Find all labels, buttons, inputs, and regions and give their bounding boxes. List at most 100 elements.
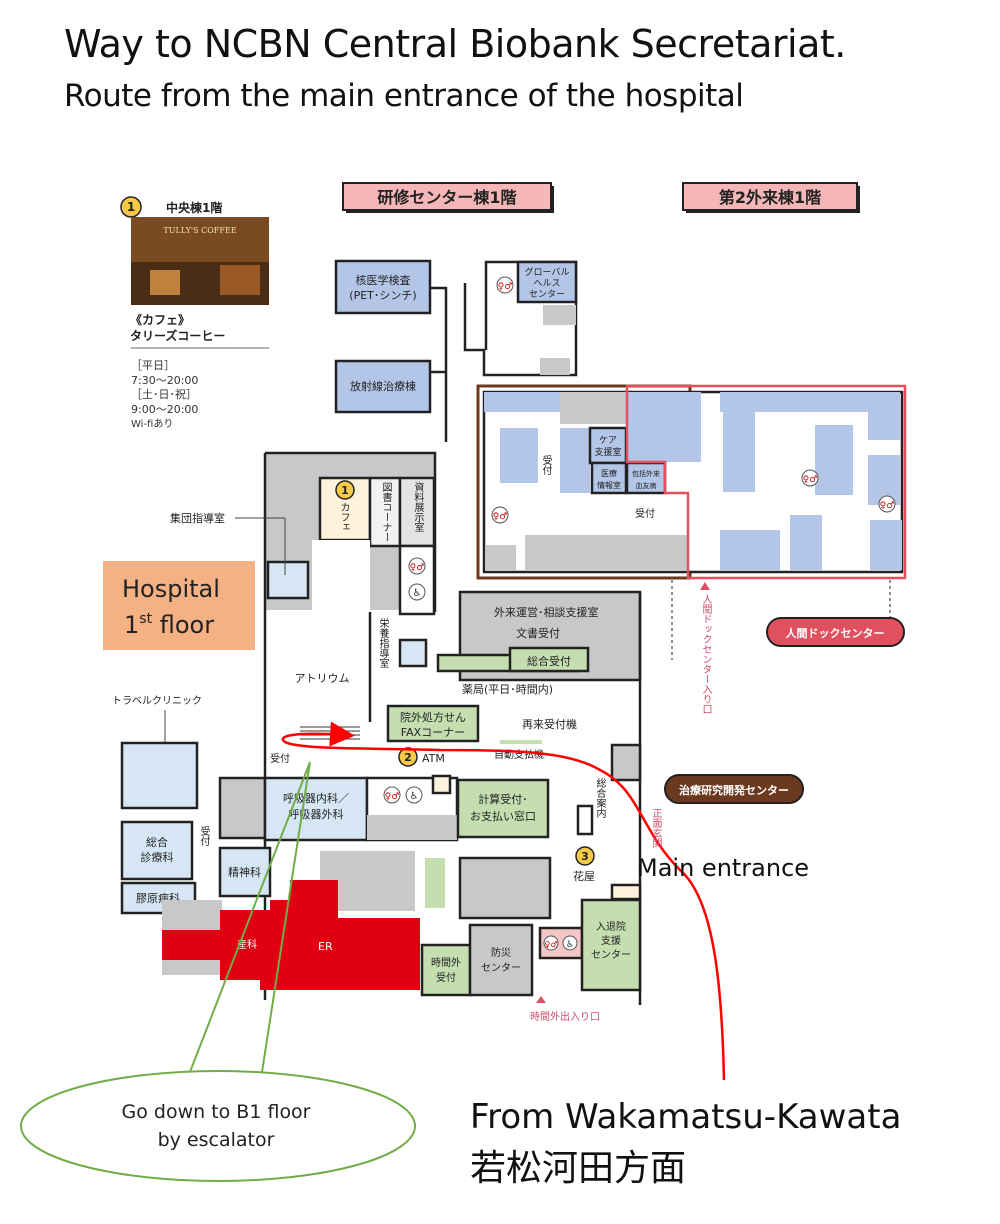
cafe-hours: 9:00〜20:00 xyxy=(131,403,198,416)
map-shape xyxy=(588,426,628,465)
map-label: 入退院 xyxy=(596,920,626,933)
map-shape xyxy=(398,638,428,668)
map-shape xyxy=(342,182,552,211)
floor-label: Hospital 1st floor xyxy=(103,561,255,650)
map-label: 人間ドックセンター xyxy=(786,626,885,640)
map-label: お支払い窓口 xyxy=(470,809,536,823)
map-shape xyxy=(543,305,576,325)
map-label: ♀♂ xyxy=(803,475,818,485)
map-shape xyxy=(367,815,457,840)
map-shape xyxy=(536,996,546,1003)
map-label: 支援 xyxy=(601,934,621,947)
map-label: 総合受付 xyxy=(527,654,571,668)
map-shape xyxy=(463,260,578,377)
map-shape xyxy=(189,761,311,1073)
room-global-health xyxy=(516,260,578,304)
map-shape xyxy=(700,582,710,590)
map-label: 呼吸器内科／ xyxy=(283,791,349,805)
route-path xyxy=(281,721,726,1081)
map-shape xyxy=(398,476,436,548)
map-label: 再来受付機 xyxy=(522,717,577,731)
from-label: From Wakamatsu-Kawata xyxy=(470,1097,901,1137)
map-label: 花屋 xyxy=(573,870,595,883)
room-group-guidance xyxy=(266,560,310,600)
map-shape xyxy=(575,846,595,866)
map-label: st xyxy=(139,611,152,627)
room-pet xyxy=(334,259,432,315)
map-shape xyxy=(562,935,578,951)
map-shape xyxy=(540,358,570,375)
nutrition-room-label: 栄養指導室 xyxy=(377,618,388,668)
map-shape xyxy=(815,425,853,495)
room-fax xyxy=(386,704,480,743)
map-label: 受付 xyxy=(436,971,456,984)
map-label: Hospital xyxy=(122,575,220,603)
map-shape xyxy=(218,776,267,840)
map-label: 1 xyxy=(341,484,349,497)
building-header-training: 研修センター棟1階 xyxy=(342,182,554,213)
map-shape xyxy=(610,743,642,782)
map-shape xyxy=(430,286,448,442)
map-label: 計算受付･ xyxy=(478,792,528,806)
map-shape xyxy=(720,392,800,412)
map-shape xyxy=(408,557,426,575)
map-label: ♿ xyxy=(566,940,574,950)
badge-treatment-research: 治療研究開発センター xyxy=(664,774,804,804)
map-label: 時間外出入り口 xyxy=(530,1010,600,1023)
map-shape xyxy=(500,740,542,744)
map-label: 包括外来 xyxy=(632,469,660,478)
map-shape xyxy=(525,535,688,570)
cafe-panel: 1 中央棟1階 TULLY'S COFFEE 《カフェ》 タリーズコーヒー ［平… xyxy=(120,196,269,430)
map-label: 防災 xyxy=(491,946,511,959)
dock-entrance-label: 人間ドックセンター入り口 xyxy=(700,594,711,714)
map-label: 核医学検査 xyxy=(356,273,411,287)
marker-number: 1 xyxy=(127,200,135,214)
map-shape xyxy=(610,883,642,901)
map-label: ER xyxy=(318,940,333,953)
main-entrance-label: Main entrance xyxy=(637,854,809,882)
map-label: 産科 xyxy=(237,938,257,951)
room-er xyxy=(162,880,420,990)
map-shape xyxy=(368,476,402,548)
escalator-callout: Go down to B1 floor by escalator xyxy=(20,761,416,1182)
map-label: ♿ xyxy=(410,791,419,802)
map-label: ♿ xyxy=(413,588,422,599)
map-label: 総合 xyxy=(146,835,168,849)
map-label: 受付 xyxy=(270,752,290,765)
map-shape xyxy=(560,428,590,493)
map-label: by escalator xyxy=(158,1129,275,1151)
map-label: 2 xyxy=(404,751,412,764)
map-label: 放射線治療棟 xyxy=(350,379,416,393)
map-shape xyxy=(405,786,423,804)
map-shape xyxy=(627,392,701,462)
room-billing xyxy=(456,778,550,839)
map-shape xyxy=(870,520,902,570)
map-label: 受付 xyxy=(635,507,655,520)
map-label: floor xyxy=(152,611,214,639)
map-shape xyxy=(312,540,370,612)
map-shape xyxy=(120,741,199,810)
map-label: 呼吸器外科 xyxy=(289,807,344,821)
map-label: 3 xyxy=(581,850,589,863)
cafe-category: 《カフェ》 xyxy=(130,312,190,327)
map-shape xyxy=(576,804,594,836)
map-shape xyxy=(801,469,819,487)
map-shape xyxy=(431,774,452,795)
map-shape xyxy=(720,530,780,570)
room-radiation xyxy=(334,359,432,414)
map-label: FAXコーナー xyxy=(401,726,465,739)
map-shape xyxy=(150,270,180,295)
cafe-hours: 7:30〜20:00 xyxy=(131,374,198,387)
map-label: ♀♂ xyxy=(410,563,425,573)
map-shape xyxy=(458,856,552,920)
from-label-jp: 若松河田方面 xyxy=(470,1148,686,1189)
map-shape xyxy=(664,774,804,804)
map-label: 1 xyxy=(124,611,139,639)
map-label: ヘルス xyxy=(533,279,560,289)
ningen-dock-zone xyxy=(625,384,907,580)
map-label: ♀♂ xyxy=(880,501,895,511)
map-shape xyxy=(420,943,472,997)
cafe-room-label: カフェ xyxy=(338,502,349,532)
badge-ningen-dock: 人間ドックセンター xyxy=(766,617,905,647)
